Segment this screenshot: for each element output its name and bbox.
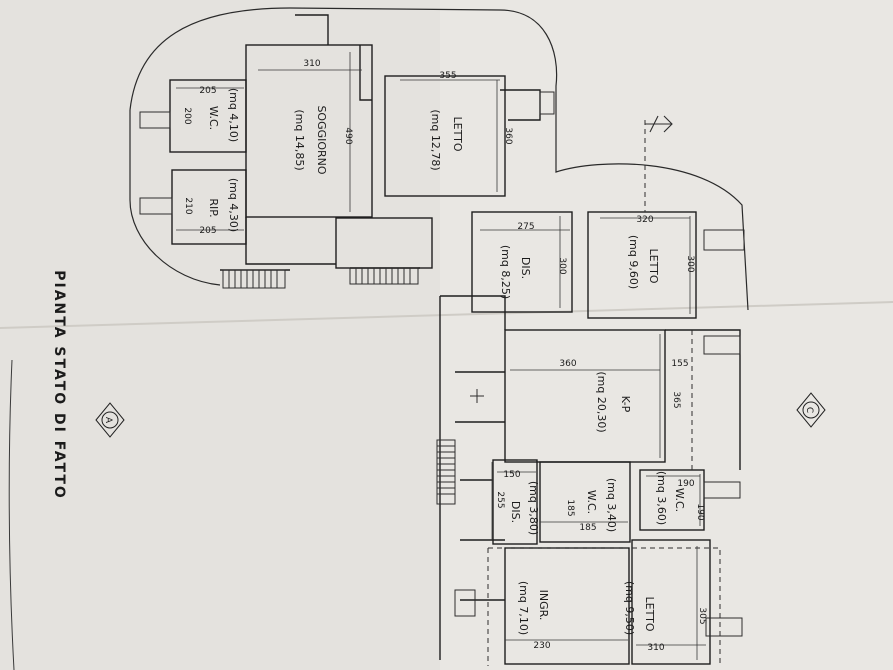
room-name: INGR. bbox=[537, 590, 550, 621]
room-kp: K-P (mq 20,30) 360 155 365 bbox=[559, 359, 688, 433]
paper-left bbox=[0, 0, 440, 670]
room-area: (mq 3,60) bbox=[655, 471, 668, 525]
room-dim-height: 360 bbox=[503, 127, 513, 144]
room-dim-width: 190 bbox=[677, 479, 694, 489]
dashed-lines bbox=[487, 120, 721, 666]
room-dim-height: 305 bbox=[697, 607, 707, 624]
room-dim-width: 275 bbox=[517, 222, 534, 232]
walls-lower-wing bbox=[439, 295, 741, 665]
room-letto-right: LETTO (mq 9,60) 320 300 bbox=[627, 215, 695, 289]
room-letto-top: LETTO (mq 12,78) 355 360 bbox=[429, 71, 513, 171]
paper-right bbox=[440, 0, 893, 670]
room-wc-top: W.C. (mq 4,10) 205 200 bbox=[182, 86, 240, 142]
room-name: SOGGIORNO bbox=[315, 105, 328, 174]
room-area: (mq 4,10) bbox=[227, 88, 240, 142]
room-dim-width: 205 bbox=[199, 226, 216, 236]
room-dim-width: 205 bbox=[199, 86, 216, 96]
room-dis-bottom: DIS. (mq 3,80) 150 255 bbox=[495, 470, 540, 535]
room-dim-width: 320 bbox=[636, 215, 653, 225]
room-dim-height: 210 bbox=[183, 197, 193, 214]
room-name: W.C. bbox=[207, 106, 220, 130]
stairs-and-windows bbox=[139, 91, 745, 637]
room-dim-height: 300 bbox=[557, 257, 567, 274]
room-dim-height: 300 bbox=[685, 255, 695, 272]
marker-c-label: C bbox=[804, 407, 814, 413]
room-dim-width: 150 bbox=[503, 470, 520, 480]
room-name: LETTO bbox=[451, 117, 464, 152]
room-area: (mq 8,25) bbox=[499, 245, 512, 299]
room-wc-right: W.C. (mq 3,60) 190 190 bbox=[655, 471, 705, 525]
room-name: LETTO bbox=[647, 249, 660, 284]
room-dim-x: 155 bbox=[671, 359, 688, 369]
room-area: (mq 3,80) bbox=[527, 481, 540, 535]
room-wc-mid: W.C. (mq 3,40) 185 185 bbox=[565, 478, 618, 533]
fold-line bbox=[0, 301, 893, 329]
outline-top bbox=[129, 7, 749, 311]
room-area: (mq 9,60) bbox=[627, 235, 640, 289]
room-dim-width: 360 bbox=[559, 359, 576, 369]
room-area: (mq 3,40) bbox=[605, 478, 618, 532]
room-area: (mq 4,30) bbox=[227, 178, 240, 232]
dimension-lines bbox=[176, 52, 706, 660]
room-dim-height: 255 bbox=[495, 491, 505, 508]
room-dim-height: 200 bbox=[182, 107, 192, 124]
room-name: W.C. bbox=[673, 488, 686, 512]
marker-a-label: A bbox=[103, 417, 113, 424]
marker-a: A bbox=[95, 402, 125, 438]
drawing-title: PIANTA STATO DI FATTO bbox=[51, 270, 67, 500]
room-soggiorno: SOGGIORNO (mq 14,85) 310 490 bbox=[293, 59, 353, 175]
room-name: K-P bbox=[619, 396, 632, 413]
room-area: (mq 12,78) bbox=[429, 109, 442, 170]
outline-left bbox=[129, 110, 221, 286]
north-mark bbox=[645, 115, 673, 133]
room-name: LETTO bbox=[643, 597, 656, 632]
room-letto-bottom: LETTO (mq 9,50) 310 305 bbox=[623, 581, 707, 653]
room-rip: RIP. (mq 4,30) 205 210 bbox=[183, 178, 240, 236]
room-name: RIP. bbox=[207, 198, 220, 217]
room-dis-top: DIS. (mq 8,25) 275 300 bbox=[499, 222, 567, 299]
room-area: (mq 14,85) bbox=[293, 109, 306, 170]
room-area: (mq 9,50) bbox=[623, 581, 636, 635]
room-name: DIS. bbox=[509, 501, 522, 523]
room-name: W.C. bbox=[585, 490, 598, 514]
room-dim-width: 310 bbox=[303, 59, 320, 69]
room-name: DIS. bbox=[519, 257, 532, 279]
room-dim-width: 310 bbox=[647, 643, 664, 653]
room-dim-width: 355 bbox=[439, 71, 456, 81]
room-dim-height: 190 bbox=[695, 503, 705, 520]
room-ingr: INGR. (mq 7,10) 230 bbox=[517, 581, 551, 651]
room-dim-height: 365 bbox=[671, 391, 681, 408]
room-dim-width: 230 bbox=[533, 641, 550, 651]
room-dim-width: 185 bbox=[579, 523, 596, 533]
room-area: (mq 20,30) bbox=[595, 371, 608, 432]
marker-c: C bbox=[796, 392, 826, 428]
sheet-edge bbox=[8, 359, 15, 670]
room-dim-height: 185 bbox=[565, 499, 575, 516]
room-dim-height: 490 bbox=[343, 127, 353, 144]
room-area: (mq 7,10) bbox=[517, 581, 530, 635]
